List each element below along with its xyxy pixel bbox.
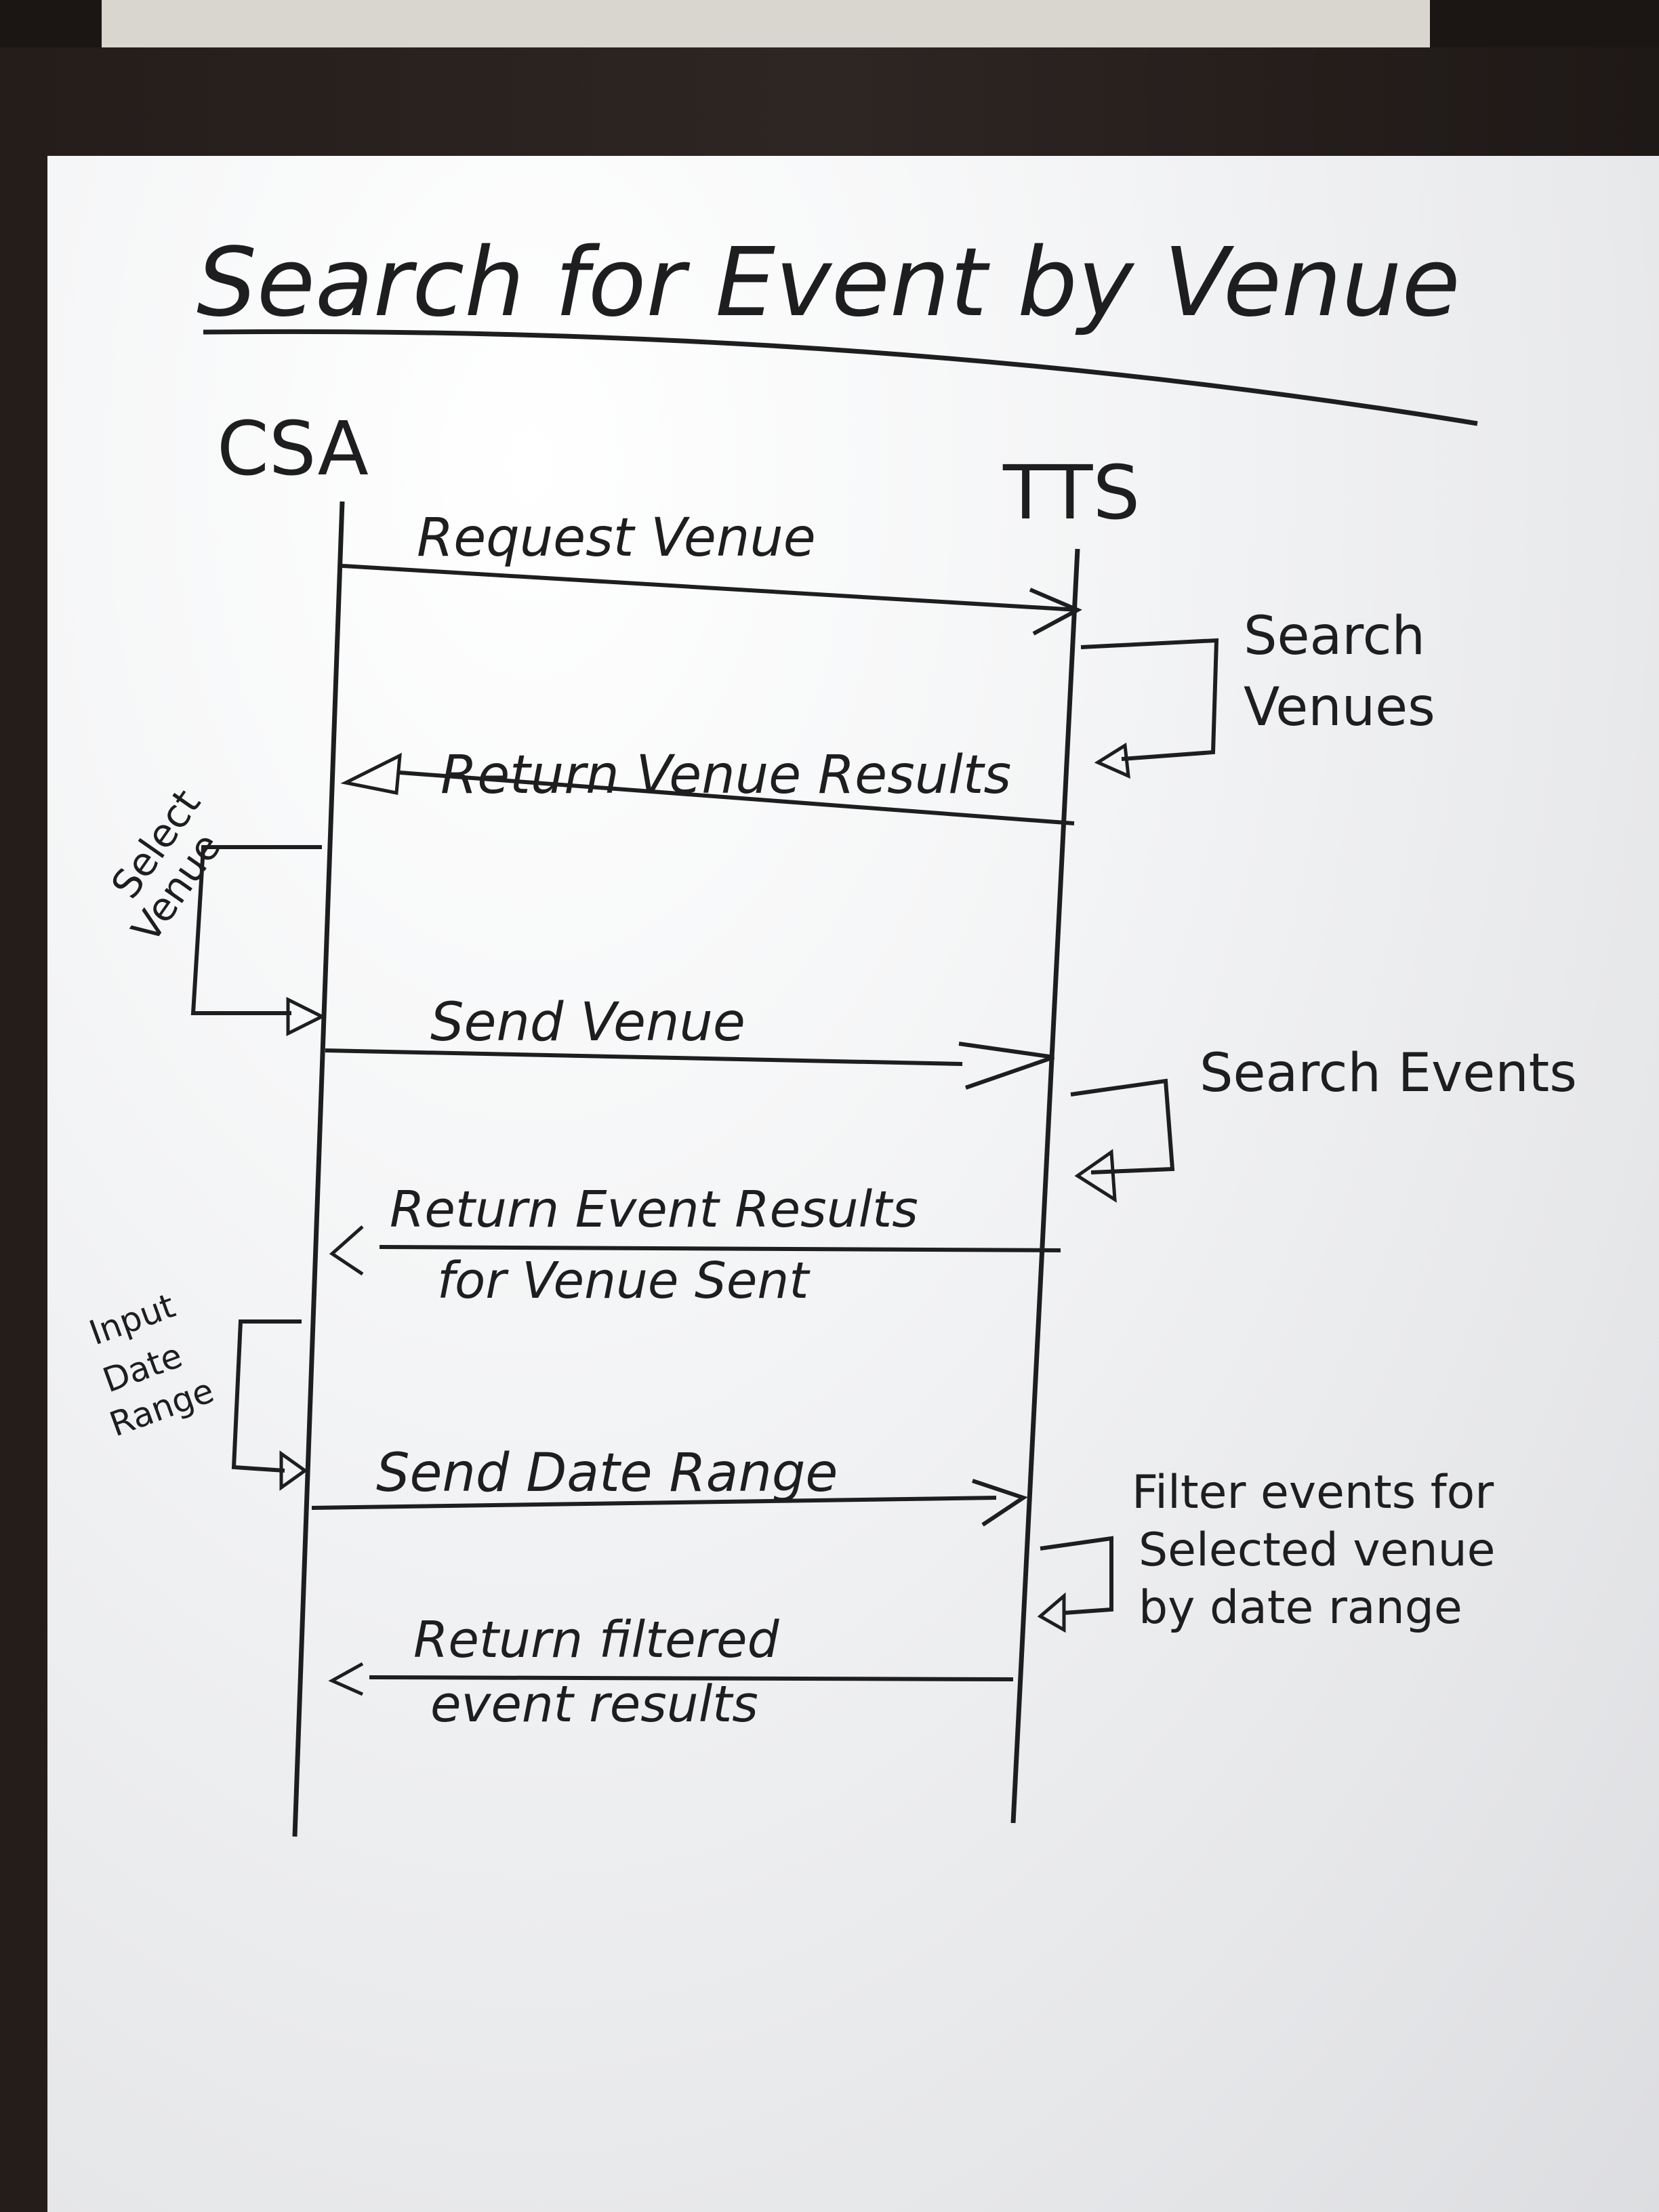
arrowhead-search-events xyxy=(1074,1149,1117,1203)
message-arrow-send-venue xyxy=(325,1048,963,1066)
arrowhead-input-date-range xyxy=(279,1450,308,1491)
self-call-input-date-range xyxy=(231,1319,302,1473)
diagram-title: Search for Event by Venue xyxy=(197,228,1460,338)
self-call-select-venue xyxy=(190,845,322,1015)
lifeline-tts xyxy=(1010,548,1080,1824)
lifeline-label-tts: TTS xyxy=(1002,449,1140,536)
self-call-filter-events xyxy=(1040,1536,1113,1615)
message-label-return-event-results-2: for Venue Sent xyxy=(437,1252,811,1310)
message-label-return-filtered-1: Return filtered xyxy=(413,1611,780,1669)
self-call-label-search-events: Search Events xyxy=(1200,1043,1577,1104)
arrowhead-return-event-results xyxy=(329,1225,364,1276)
lifeline-label-csa: CSA xyxy=(217,405,369,492)
message-arrow-return-event-results xyxy=(379,1245,1061,1252)
message-label-return-filtered-2: event results xyxy=(430,1675,758,1734)
arrowhead-request-venue xyxy=(1029,588,1082,636)
message-label-return-event-results-1: Return Event Results xyxy=(390,1181,918,1239)
self-call-label-filter-3: by date range xyxy=(1139,1581,1462,1635)
self-call-label-filter-2: Selected venue xyxy=(1139,1523,1496,1577)
self-call-label-filter-1: Filter events for xyxy=(1132,1466,1494,1519)
message-label-request-venue: Request Venue xyxy=(417,508,816,569)
lifeline-csa xyxy=(292,501,345,1837)
message-arrow-send-date-range xyxy=(311,1496,997,1510)
arrowhead-return-venue-results xyxy=(340,752,402,795)
self-call-label-search-venues-1: Search xyxy=(1244,606,1425,667)
arrowhead-select-venue xyxy=(286,996,326,1037)
arrowhead-search-venues xyxy=(1094,742,1130,779)
self-call-search-venues xyxy=(1080,638,1219,761)
message-arrow-return-filtered xyxy=(369,1675,1014,1681)
arrowhead-send-date-range xyxy=(972,1479,1028,1527)
arrowhead-filter-events xyxy=(1037,1592,1066,1633)
message-arrow-request-venue xyxy=(342,564,1078,612)
arrowhead-send-venue xyxy=(958,1042,1054,1090)
self-call-search-events xyxy=(1070,1078,1175,1174)
message-label-send-venue: Send Venue xyxy=(430,992,745,1053)
message-arrow-return-venue-results xyxy=(399,771,1075,825)
self-call-label-search-venues-2: Venues xyxy=(1244,677,1435,738)
title-underline xyxy=(203,329,1478,426)
message-label-send-date-range: Send Date Range xyxy=(376,1443,838,1504)
arrowhead-return-filtered xyxy=(328,1662,364,1696)
